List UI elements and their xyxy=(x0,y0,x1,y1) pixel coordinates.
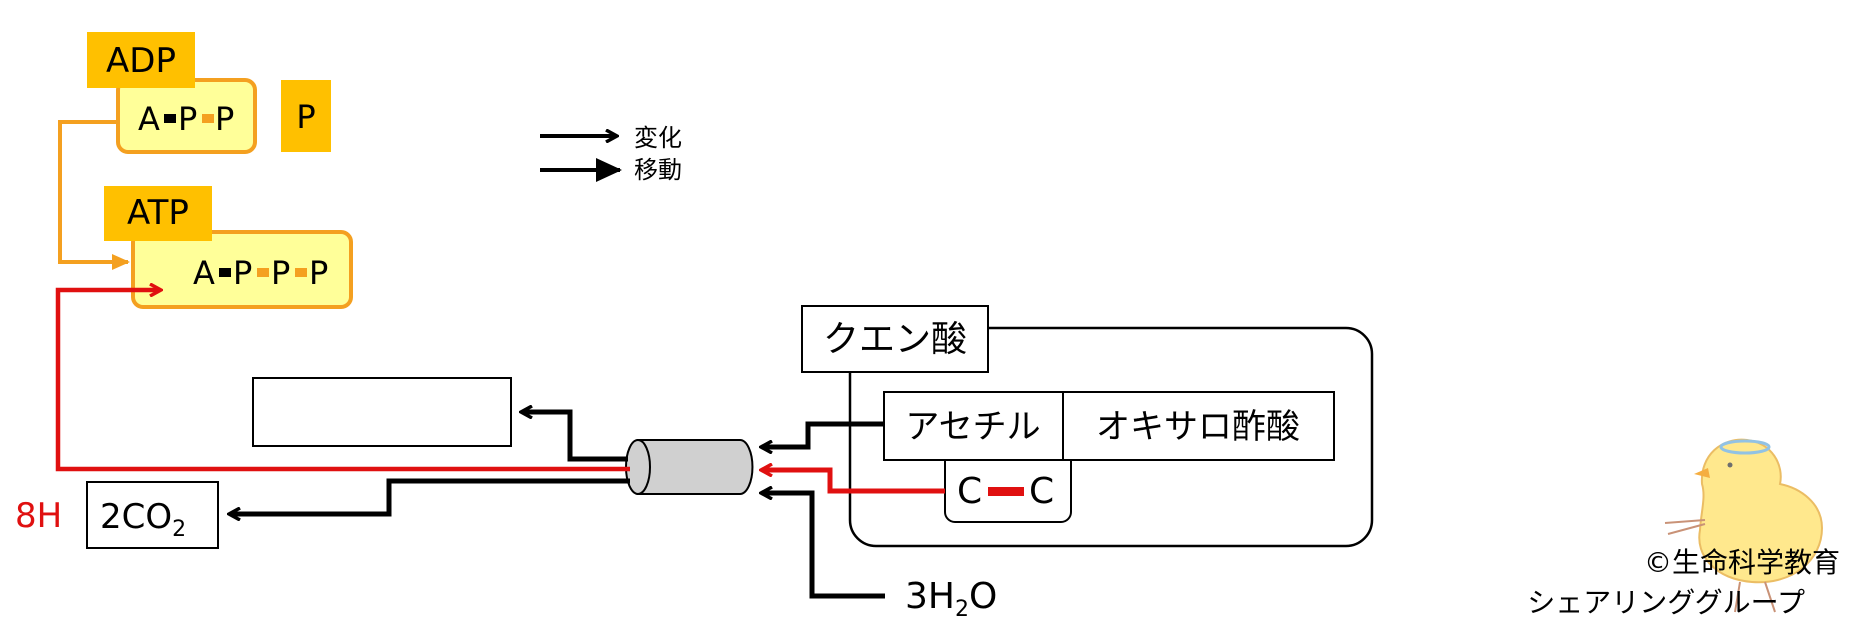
adp-bond-2 xyxy=(202,114,214,123)
cc-bond xyxy=(988,487,1024,496)
atp-molecule: ATP A P P P xyxy=(104,186,353,309)
water-to-cylinder-arrow xyxy=(762,493,885,599)
credit-line-2: シェアリンググループ xyxy=(1527,586,1805,619)
adp-molecule: ADP A P P P xyxy=(87,32,331,154)
atp-bond-2 xyxy=(257,268,269,277)
atp-title: ATP xyxy=(127,193,189,233)
adp-title: ADP xyxy=(106,41,176,81)
oxaloacetate-label: オキサロ酢酸 xyxy=(1096,407,1300,447)
legend-change-label: 変化 xyxy=(634,124,682,152)
adp-bond-1 xyxy=(164,114,176,123)
cc-to-cylinder-arrow xyxy=(762,470,945,494)
empty-product-box xyxy=(252,377,512,447)
acetyl-to-cylinder-arrow xyxy=(762,421,884,447)
adp-letter-a: A xyxy=(138,100,160,138)
oxaloacetate-box xyxy=(1062,391,1335,461)
chick-logo xyxy=(1664,438,1824,613)
legend: 変化 移動 xyxy=(540,124,682,184)
cylinder-to-product-arrow xyxy=(522,412,628,462)
adp-letter-p2: P xyxy=(215,100,234,138)
adp-title-box xyxy=(87,32,195,88)
atp-letter-p2: P xyxy=(271,254,290,292)
phosphate-box xyxy=(281,80,331,152)
co2-box xyxy=(86,481,219,549)
legend-move-label: 移動 xyxy=(634,156,682,184)
cylinder-reaction xyxy=(625,439,754,495)
cc-carbon-2: C xyxy=(1029,471,1054,512)
atp-title-box xyxy=(104,186,212,241)
cylinder-to-co2-arrow xyxy=(230,478,630,514)
atp-letter-a: A xyxy=(193,254,215,292)
atp-bond-1 xyxy=(219,268,231,277)
credit-line-1: ©生命科学教育 xyxy=(1644,546,1840,579)
hydrogen-label: 8H xyxy=(15,496,62,536)
atp-formula-box xyxy=(131,230,353,309)
co2-label: 2CO2 xyxy=(100,497,186,542)
acetyl-box xyxy=(883,391,1064,461)
atp-letter-p3: P xyxy=(309,254,328,292)
atp-letter-p1: P xyxy=(233,254,252,292)
adp-to-atp-arrow xyxy=(58,120,130,270)
hydrogen-to-atp-arrow xyxy=(55,290,630,472)
acetyl-label: アセチル xyxy=(905,407,1040,447)
water-label: 3H2O xyxy=(905,576,997,622)
cc-carbon-1: C xyxy=(957,471,982,512)
citric-acid-label-box xyxy=(801,305,989,373)
atp-bond-3 xyxy=(295,268,307,277)
adp-letter-p1: P xyxy=(178,100,197,138)
phosphate-label: P xyxy=(296,98,315,136)
citric-acid-label: クエン酸 xyxy=(823,319,967,360)
